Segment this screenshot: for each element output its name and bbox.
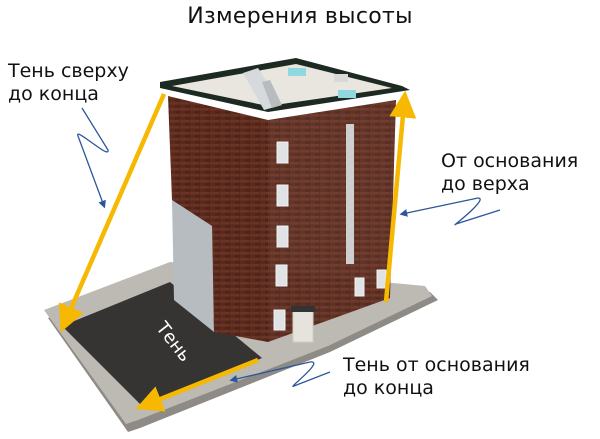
label-base-to-top: От основания до верха	[441, 150, 578, 196]
building-left-face	[168, 96, 268, 342]
label-shadow-top-to-end: Тень сверху до конца	[8, 60, 129, 106]
pointer-shadow-base	[229, 361, 331, 387]
front-door	[292, 307, 314, 343]
label-line: Тень от основания	[343, 354, 530, 376]
label-line: до конца	[343, 377, 434, 399]
pointer-base-to-top	[399, 197, 501, 226]
skylight	[288, 68, 306, 76]
label-line: до конца	[8, 83, 99, 105]
diagram-title: Измерения высоты	[187, 4, 413, 29]
skylight	[338, 90, 356, 98]
windows	[273, 141, 387, 331]
label-line: до верха	[441, 173, 530, 195]
label-shadow-base-to-end: Тень от основания до конца	[343, 354, 530, 400]
concrete-wall	[172, 200, 214, 332]
label-line: От основания	[441, 150, 579, 172]
label-line: Тень сверху	[8, 60, 129, 82]
arrow-shadow-top-to-end	[58, 93, 167, 333]
wall-pipe	[346, 124, 354, 264]
arrow-shadow-base-to-end	[135, 357, 259, 412]
arrow-base-to-top	[383, 90, 417, 303]
roof	[172, 64, 392, 106]
pointer-shadow-top	[77, 107, 109, 209]
